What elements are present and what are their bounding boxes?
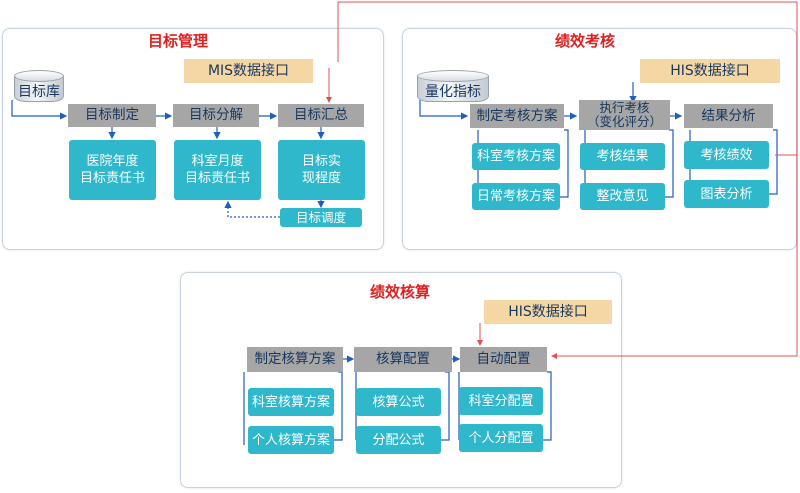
target-library-label: 目标库 xyxy=(18,84,60,100)
target-adjust-feedback xyxy=(224,200,280,218)
performance-assessment-title: 绩效考核 xyxy=(555,32,616,50)
assessment-result-performance: 考核绩效 xyxy=(684,141,769,169)
cross-module-link xyxy=(337,1,798,359)
target-adjust-box: 目标调度 xyxy=(280,208,362,227)
target-result-achievement: 目标实 现程度 xyxy=(278,140,365,200)
accounting-result-formula: 核算公式 xyxy=(356,388,441,416)
accounting-step1-bracket xyxy=(243,371,343,445)
assessment-step-plan: 制定考核方案 xyxy=(470,104,564,128)
assessment-result-dept-plan: 科室考核方案 xyxy=(472,143,560,170)
accounting-result-personal-allocation: 个人分配置 xyxy=(459,424,543,452)
target-management-title: 目标管理 xyxy=(148,32,209,50)
performance-accounting-title: 绩效核算 xyxy=(370,283,431,301)
accounting-step-config: 核算配置 xyxy=(354,347,452,372)
mis-interface-box: MIS数据接口 xyxy=(184,59,313,83)
target-step-summary: 目标汇总 xyxy=(278,104,364,127)
assessment-result-outcome: 考核结果 xyxy=(580,143,665,170)
assessment-source-arrow xyxy=(419,100,469,120)
assessment-step-analysis: 结果分析 xyxy=(684,104,773,128)
target-step-make: 目标制定 xyxy=(68,104,156,127)
accounting-result-dept-plan: 科室核算方案 xyxy=(248,388,334,416)
quantified-indicator-label: 量化指标 xyxy=(425,84,481,100)
quantified-indicator-db-icon: 量化指标 xyxy=(417,70,489,102)
accounting-result-personal-plan: 个人核算方案 xyxy=(248,426,334,454)
assessment-his-interface-box: HIS数据接口 xyxy=(640,59,780,83)
accounting-step-auto-config: 自动配置 xyxy=(460,347,547,372)
target-source-arrow xyxy=(11,100,68,120)
accounting-step-plan: 制定核算方案 xyxy=(247,347,343,372)
accounting-result-dept-allocation: 科室分配置 xyxy=(459,387,543,415)
assessment-result-rectification: 整改意见 xyxy=(580,183,665,210)
assessment-result-daily-plan: 日常考核方案 xyxy=(472,183,560,210)
target-result-dept-monthly: 科室月度 目标责任书 xyxy=(174,140,261,200)
assessment-result-chart-analysis: 图表分析 xyxy=(684,180,769,208)
target-library-db-icon: 目标库 xyxy=(14,70,64,102)
accounting-his-interface-box: HIS数据接口 xyxy=(484,300,612,324)
target-result-hospital-annual: 医院年度 目标责任书 xyxy=(69,140,156,200)
target-step-decompose: 目标分解 xyxy=(173,104,259,127)
assessment-step-execute: 执行考核 （变化评分） xyxy=(579,100,670,130)
accounting-result-distribution-formula: 分配公式 xyxy=(356,426,441,454)
